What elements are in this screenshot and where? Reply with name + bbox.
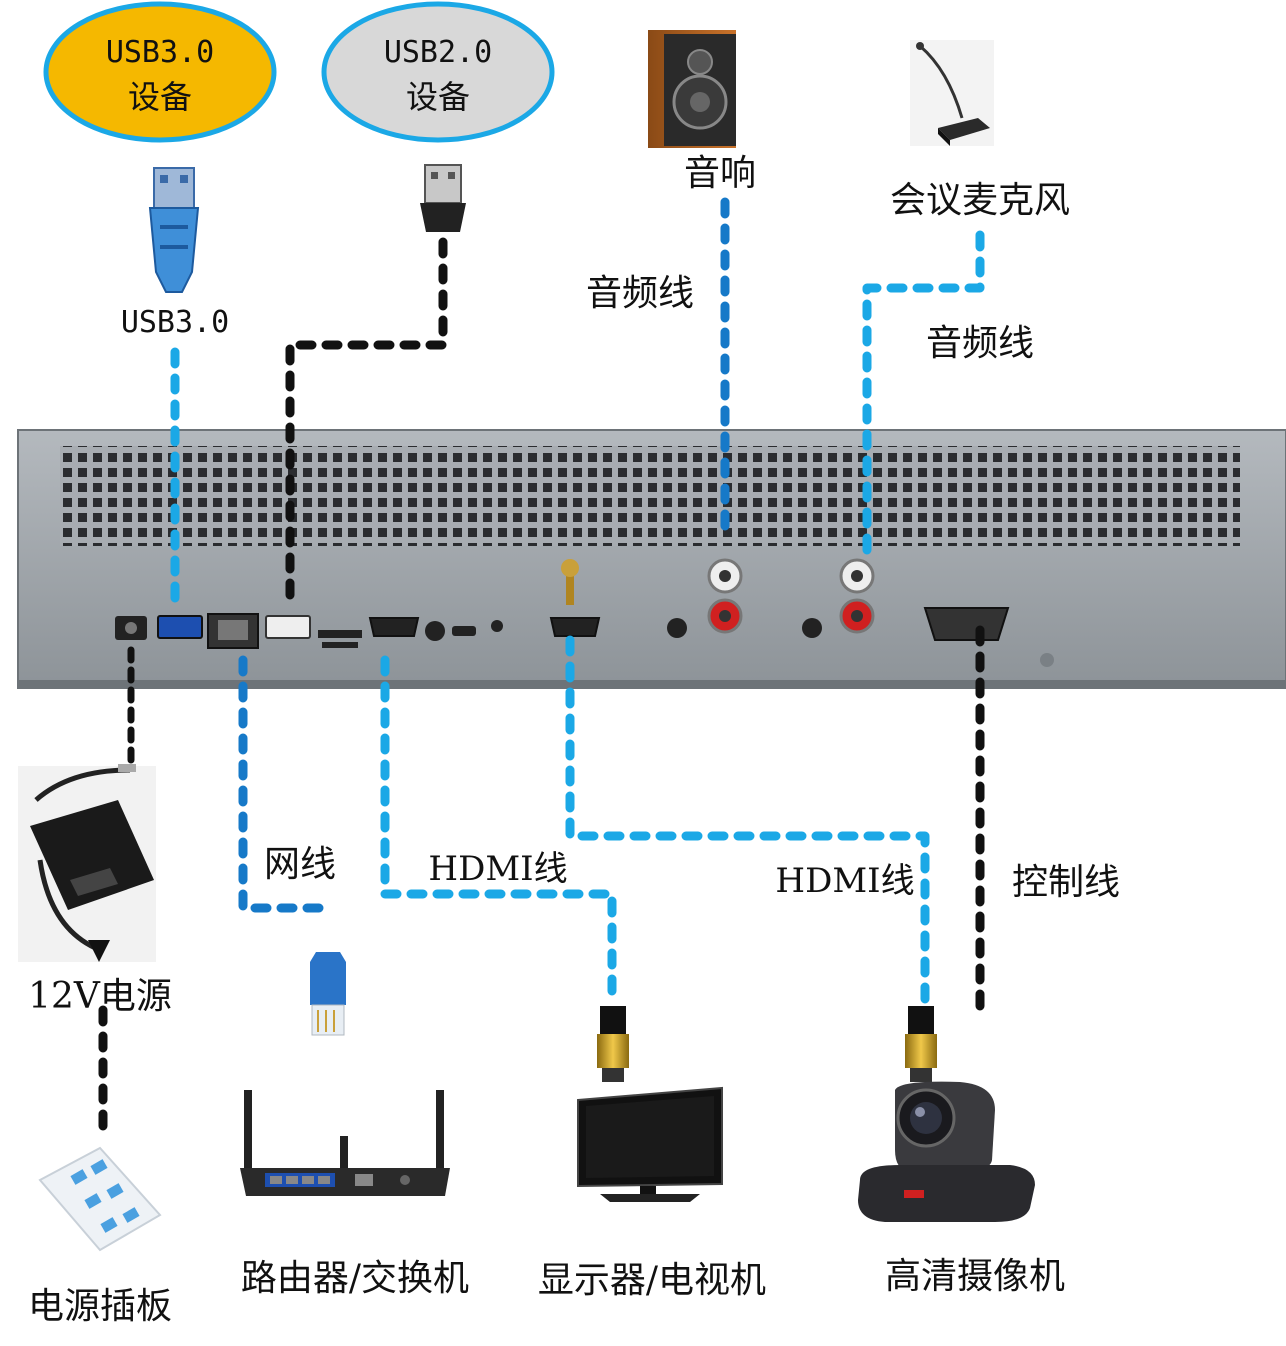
hdmi-camera-cable-label: HDMI线	[775, 861, 914, 901]
usb3-port	[157, 615, 203, 639]
hdmi-camera-cable	[565, 635, 930, 1007]
hdmi-out-port-1	[368, 617, 420, 637]
vent-grille	[60, 446, 1240, 546]
card-slot	[318, 630, 362, 638]
mic-audio-cable	[862, 230, 985, 565]
control-cable-label: 控制线	[1012, 862, 1120, 903]
usb3-cable-label: USB3.0	[121, 305, 229, 340]
microphone-icon	[910, 40, 994, 146]
camera-label: 高清摄像机	[885, 1256, 1065, 1297]
usb3-device-bubble: USB3.0 设备	[43, 1, 277, 143]
monitor-icon	[577, 1086, 723, 1202]
power-adapter-icon	[18, 764, 156, 962]
ptz-camera-icon	[858, 1081, 1035, 1222]
usb3-plug-icon	[148, 167, 200, 293]
network-cable-label: 网线	[264, 844, 336, 885]
power-adapter-label: 12V电源	[28, 976, 172, 1017]
usb2-device-bubble: USB2.0 设备	[321, 1, 555, 143]
power-strip-label: 电源插板	[28, 1286, 172, 1327]
hdmi-plug-icon	[905, 1006, 937, 1082]
mic-audio-cable-label: 音频线	[926, 323, 1034, 364]
usb3-device-line2: 设备	[128, 78, 192, 116]
router-icon	[240, 1090, 450, 1196]
usb2-cable	[285, 237, 448, 605]
network-cable	[238, 655, 335, 913]
usb2-device-line2: 设备	[406, 78, 470, 116]
hdmi-monitor-cable-label: HDMI线	[428, 849, 567, 889]
router-label: 路由器/交换机	[241, 1258, 469, 1299]
usb2-plug-icon	[420, 164, 466, 232]
microphone-label: 会议麦克风	[890, 180, 1070, 221]
hdmi-monitor-cable	[380, 655, 617, 1007]
hdmi-plug-icon	[597, 1006, 629, 1082]
rear-panel	[17, 429, 1286, 689]
usb-c-port	[452, 626, 476, 636]
usb3-device-line1: USB3.0	[106, 35, 214, 70]
audio-jack	[425, 621, 445, 641]
monitor-label: 显示器/电视机	[538, 1260, 766, 1301]
hdmi-out-port-2	[549, 617, 601, 637]
power-strip-icon	[38, 1146, 162, 1252]
speaker-audio-cable-label: 音频线	[586, 273, 694, 314]
usb2-device-line1: USB2.0	[384, 35, 492, 70]
cables	[98, 197, 985, 1145]
rs232-port	[923, 607, 1010, 641]
rj45-plug-icon	[310, 952, 346, 1036]
speaker-icon	[648, 30, 736, 148]
usb2-port	[265, 615, 311, 639]
speaker-label: 音响	[684, 153, 756, 194]
